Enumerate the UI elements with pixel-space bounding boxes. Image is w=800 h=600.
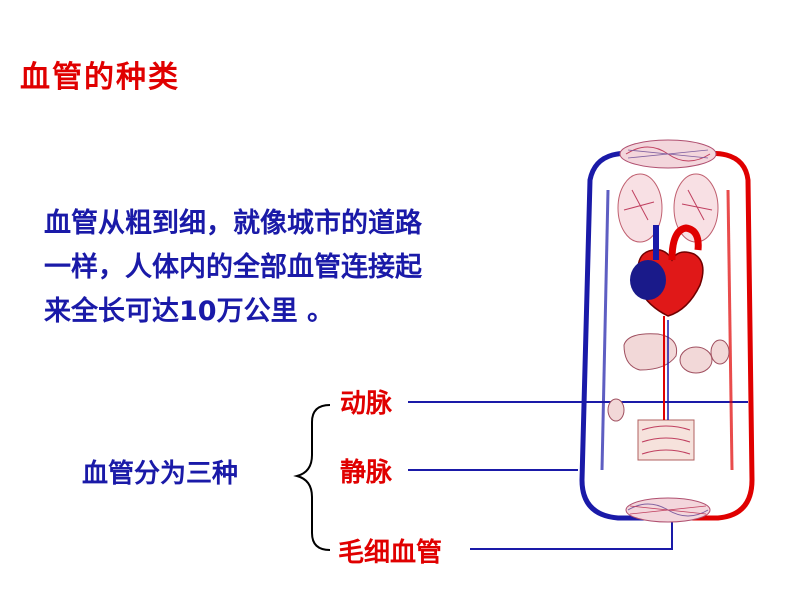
spleen (710, 339, 730, 365)
paragraph-line-2: 一样，人体内的全部血管连接起 (44, 252, 422, 283)
kidney (607, 398, 625, 422)
intro-paragraph: 血管从粗到细，就像城市的道路 一样，人体内的全部血管连接起 来全长可达10万公里… (44, 202, 564, 334)
artery-inner (726, 189, 734, 471)
curly-brace (293, 404, 331, 551)
vein-label: 静脉 (340, 458, 393, 488)
circulatory-system-diagram (579, 139, 755, 523)
paragraph-line-1: 血管从粗到细，就像城市的道路 (44, 208, 422, 239)
vein-inner (600, 189, 610, 471)
slide-title: 血管的种类 (20, 60, 180, 95)
left-lung (617, 173, 663, 243)
heart-right-atrium (630, 260, 666, 300)
artery-label: 动脉 (340, 389, 393, 419)
paragraph-line-3: 来全长可达10万公里 。 (44, 296, 334, 327)
aorta (668, 224, 702, 261)
capillary-label: 毛细血管 (338, 538, 443, 568)
intestines (637, 419, 695, 461)
vessel-types-label: 血管分为三种 (82, 459, 239, 489)
stomach (679, 346, 713, 374)
capillary-leader-line (470, 512, 673, 550)
